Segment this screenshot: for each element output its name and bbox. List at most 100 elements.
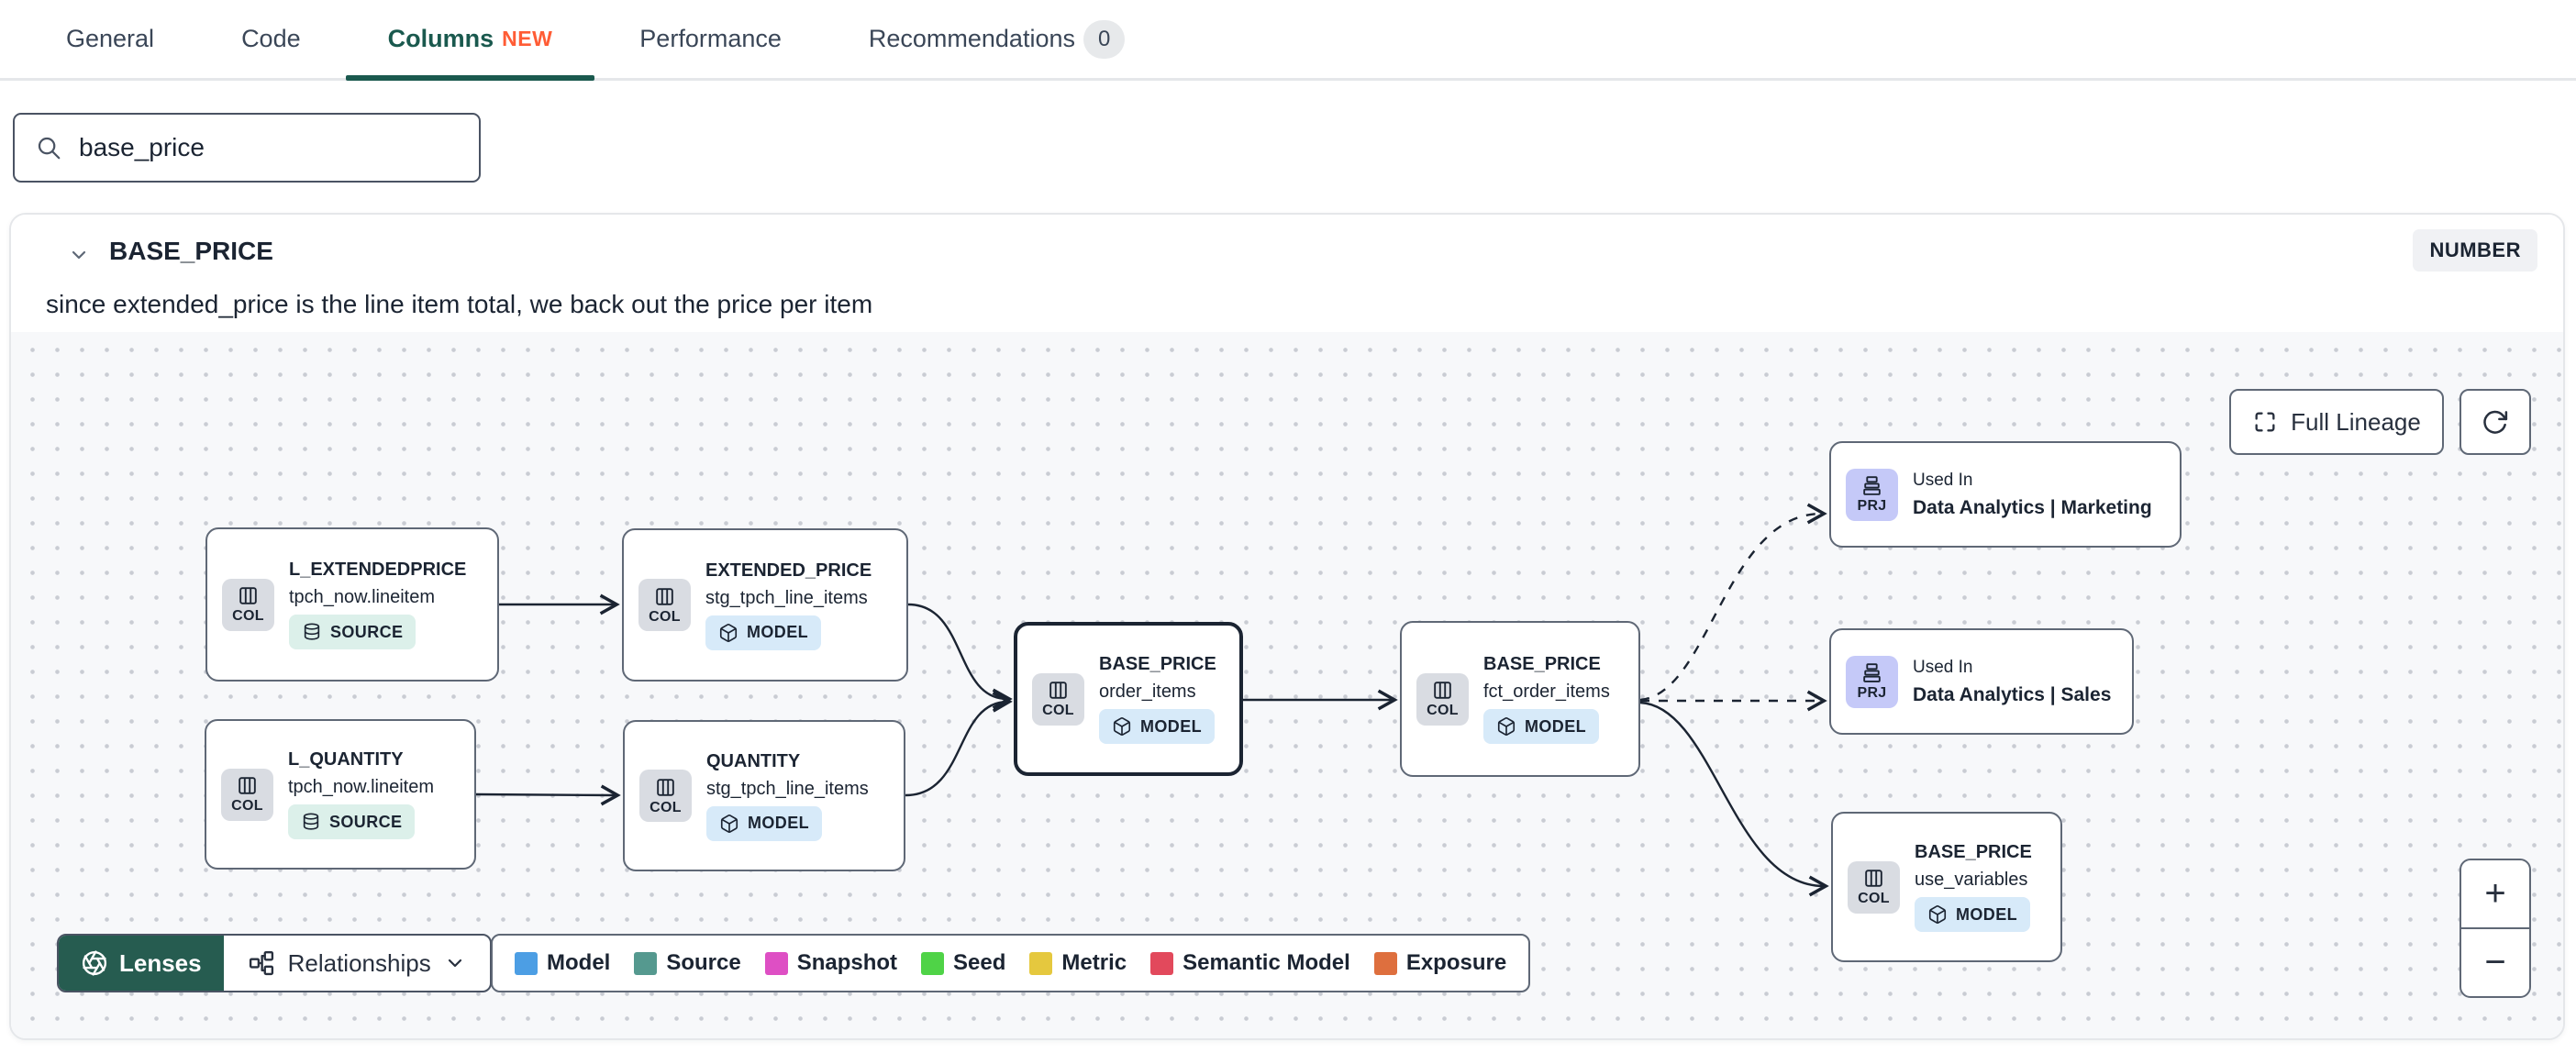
- tab-general[interactable]: General: [24, 0, 196, 78]
- resource-badge: MODEL: [705, 615, 821, 650]
- node-subtitle: stg_tpch_line_items: [706, 778, 869, 799]
- node-subtitle: stg_tpch_line_items: [705, 587, 868, 608]
- refresh-button[interactable]: [2459, 389, 2531, 455]
- chevron-down-icon: [448, 959, 461, 968]
- column-chip: COL: [638, 579, 691, 631]
- node-subtitle: order_items: [1099, 682, 1196, 702]
- project-stack-icon: [1863, 663, 1881, 682]
- lineage-node-base-price-use-variables[interactable]: COL BASE_PRICE use_variables MODEL: [1831, 812, 2062, 962]
- legend-item-exposure: Exposure: [1373, 950, 1506, 976]
- search-input[interactable]: [79, 133, 459, 162]
- node-subtitle: use_variables: [1915, 870, 2028, 890]
- edge-quantity-baseprice: [905, 691, 1013, 797]
- tab-label: Performance: [639, 25, 782, 52]
- expand-icon: [2255, 412, 2275, 432]
- zoom-out-button[interactable]: −: [2484, 942, 2506, 982]
- legend-swatch: [1373, 951, 1397, 975]
- lineage-canvas[interactable]: COL L_EXTENDEDPRICE tpch_now.lineitem SO…: [11, 332, 2563, 1038]
- lineage-node-extended-price[interactable]: COL EXTENDED_PRICE stg_tpch_line_items M…: [622, 528, 908, 682]
- resource-badge: SOURCE: [288, 804, 416, 839]
- lenses-toolbar: Lenses Relationships: [57, 934, 492, 992]
- lineage-node-quantity[interactable]: COL QUANTITY stg_tpch_line_items MODEL: [623, 720, 905, 871]
- tab-performance[interactable]: Performance: [597, 0, 824, 78]
- legend-item-semantic-model: Semantic Model: [1150, 950, 1350, 976]
- database-icon: [303, 813, 319, 830]
- node-title: BASE_PRICE: [1915, 842, 2032, 862]
- columns-icon: [239, 777, 256, 794]
- tab-code[interactable]: Code: [199, 0, 343, 78]
- node-title: BASE_PRICE: [1483, 654, 1601, 674]
- node-subtitle: tpch_now.lineitem: [289, 587, 435, 607]
- tab-label: Code: [241, 25, 301, 52]
- resource-badge: MODEL: [1915, 897, 2030, 932]
- relationships-icon: [249, 950, 273, 976]
- column-chip: COL: [1032, 672, 1084, 726]
- column-chip: COL: [639, 770, 692, 822]
- count-badge: 0: [1083, 19, 1126, 59]
- columns-icon: [657, 778, 674, 796]
- columns-icon: [1865, 870, 1882, 887]
- aperture-icon: [82, 950, 107, 976]
- collapse-chevron-icon[interactable]: [59, 235, 99, 275]
- new-badge: NEW: [502, 27, 553, 50]
- column-chip: COL: [222, 578, 274, 631]
- used-in-label: Used In: [1913, 470, 1973, 490]
- node-title: EXTENDED_PRICE: [705, 560, 872, 581]
- project-chip: PRJ: [1846, 468, 1898, 521]
- lineage-node-l-quantity[interactable]: COL L_QUANTITY tpch_now.lineitem SOURCE: [205, 719, 476, 870]
- node-subtitle: fct_order_items: [1483, 682, 1610, 702]
- columns-icon: [1434, 682, 1451, 699]
- tab-label: Columns: [387, 25, 494, 52]
- edge-fct-marketing: [1639, 503, 1827, 702]
- edge-fct-usevariables: [1639, 701, 1829, 897]
- resource-legend: Model Source Snapshot Seed Metric Semant…: [491, 934, 1531, 992]
- lineage-node-base-price-order-items[interactable]: COL BASE_PRICE order_items MODEL: [1014, 622, 1243, 776]
- used-in-label: Used In: [1913, 657, 1973, 677]
- column-name: BASE_PRICE: [109, 237, 273, 265]
- column-card-header: BASE_PRICE NUMBER since extended_price i…: [11, 215, 2563, 332]
- cube-icon: [719, 623, 738, 642]
- project-name: Data Analytics | Marketing: [1913, 496, 2152, 518]
- lineage-node-project-sales[interactable]: PRJ Used In Data Analytics | Sales: [1829, 628, 2134, 735]
- legend-swatch: [1150, 951, 1174, 975]
- tab-columns[interactable]: Columns NEW: [345, 0, 595, 81]
- lineage-node-l-extendedprice[interactable]: COL L_EXTENDEDPRICE tpch_now.lineitem SO…: [205, 527, 499, 682]
- resource-badge: MODEL: [706, 805, 822, 841]
- node-title: QUANTITY: [706, 750, 801, 771]
- legend-item-snapshot: Snapshot: [764, 950, 897, 976]
- zoom-control: + −: [2459, 859, 2531, 998]
- columns-icon: [239, 587, 257, 604]
- refresh-icon: [2483, 410, 2508, 434]
- tab-label: General: [66, 25, 155, 52]
- column-chip: COL: [221, 768, 273, 821]
- column-chip: COL: [1416, 672, 1469, 726]
- node-subtitle: tpch_now.lineitem: [288, 777, 434, 797]
- full-lineage-button[interactable]: Full Lineage: [2229, 389, 2444, 455]
- legend-swatch: [1029, 951, 1053, 975]
- legend-swatch: [921, 951, 945, 975]
- lenses-button[interactable]: Lenses: [59, 936, 224, 991]
- legend-swatch: [515, 951, 538, 975]
- legend-item-source: Source: [634, 950, 741, 976]
- node-title: L_QUANTITY: [288, 749, 404, 770]
- project-name: Data Analytics | Sales: [1913, 683, 2112, 705]
- cube-icon: [720, 814, 738, 833]
- search-icon: [38, 137, 61, 160]
- column-search[interactable]: [13, 113, 481, 183]
- tab-recommendations[interactable]: Recommendations 0: [827, 0, 1167, 78]
- lineage-edges: [475, 503, 1829, 897]
- column-chip: COL: [1848, 860, 1900, 914]
- zoom-in-button[interactable]: +: [2461, 860, 2529, 929]
- legend-item-seed: Seed: [921, 950, 1005, 976]
- database-icon: [304, 623, 320, 640]
- lineage-node-project-marketing[interactable]: PRJ Used In Data Analytics | Marketing: [1829, 441, 2182, 548]
- resource-badge: MODEL: [1483, 709, 1599, 744]
- legend-swatch: [634, 951, 658, 975]
- lineage-node-base-price-fct-order-items[interactable]: COL BASE_PRICE fct_order_items MODEL: [1400, 621, 1640, 777]
- resource-badge: MODEL: [1099, 709, 1215, 744]
- relationships-dropdown[interactable]: Relationships: [224, 936, 490, 991]
- legend-item-model: Model: [515, 950, 610, 976]
- edge-lquantity-quantity: [475, 784, 621, 806]
- cube-icon: [1928, 905, 1947, 924]
- column-card: BASE_PRICE NUMBER since extended_price i…: [9, 213, 2565, 1040]
